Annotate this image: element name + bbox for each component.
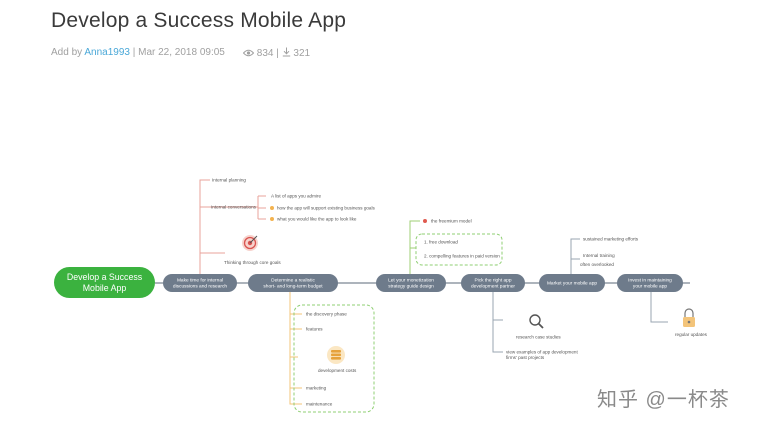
topic-internal-conversations: Internal conversations xyxy=(211,205,257,210)
root-node[interactable]: Develop a Success Mobile App xyxy=(54,267,155,298)
stage-node-4[interactable]: Pick the right app development partner xyxy=(461,274,525,292)
root-label-line1: Develop a Success xyxy=(67,272,143,282)
stage1-branch xyxy=(199,179,266,274)
topic-internal-training-line1: Internal training xyxy=(583,253,615,258)
view-count: 834 xyxy=(256,48,274,59)
page-title: Develop a Success Mobile App xyxy=(51,9,347,32)
info-bullet-icon xyxy=(423,219,427,223)
topic-internal-training-line2: often overlooked xyxy=(580,262,614,267)
stage6-label-line1: Invest in maintaining xyxy=(628,278,672,284)
topic-examples-line2: firms' past projects xyxy=(506,355,545,360)
topic-maintenance: maintenance xyxy=(306,402,333,407)
target-icon xyxy=(242,235,258,251)
topic-case-studies: research case studies xyxy=(516,335,561,340)
topic-business-goals: how the app will support existing busine… xyxy=(277,206,376,211)
stage1-label-line1: Make time for internal xyxy=(177,278,223,284)
eye-icon xyxy=(243,49,254,57)
stage1-label-line2: discussions and research xyxy=(173,284,227,290)
stage5-label-line1: Market your mobile app xyxy=(547,281,597,287)
stage4-branch xyxy=(492,292,503,353)
stage4-label-line1: Pick the right app xyxy=(474,278,511,284)
topic-free-download: 1. free download xyxy=(424,240,458,245)
topic-paid-features: 2. compelling features in paid version xyxy=(424,254,500,259)
stage5-branch xyxy=(570,238,580,274)
stage2-label-line2: short- and long-term budget xyxy=(263,284,323,290)
padlock-icon xyxy=(683,308,695,327)
root-label-line2: Mobile App xyxy=(83,283,127,293)
post-meta: Add by Anna1993 | Mar 22, 2018 09:05 834… xyxy=(51,47,310,59)
stage6-label-line2: your mobile app xyxy=(633,284,667,290)
stage-node-3[interactable]: Let your monetization strategy guide des… xyxy=(376,274,446,292)
topic-app-look: what you would like the app to look like xyxy=(277,217,357,222)
stats-separator: | xyxy=(273,48,282,59)
author-link[interactable]: Anna1993 xyxy=(84,47,130,58)
stage-node-5[interactable]: Market your mobile app xyxy=(539,274,605,292)
topic-regular-updates: regular updates xyxy=(675,332,708,337)
coins-icon xyxy=(327,346,345,364)
stage3-branch xyxy=(409,220,420,274)
info-bullet-icon xyxy=(270,206,274,210)
topic-sustained-marketing: sustained marketing efforts xyxy=(583,237,639,242)
add-by-label: Add by xyxy=(51,47,85,58)
stage3-topic-box xyxy=(415,233,503,266)
topic-internal-planning: Internal planning xyxy=(212,178,246,183)
topic-marketing: marketing xyxy=(306,386,327,391)
stage3-label-line2: strategy guide design xyxy=(388,284,434,290)
stage4-label-line2: development partner xyxy=(471,284,515,290)
stage-node-6[interactable]: Invest in maintaining your mobile app xyxy=(617,274,683,292)
stage-node-1[interactable]: Make time for internal discussions and r… xyxy=(163,274,237,292)
topic-freemium: the freemium model xyxy=(431,219,472,224)
watermark: 知乎 @一杯茶 xyxy=(597,389,730,411)
info-bullet-icon xyxy=(270,217,274,221)
topic-features: features xyxy=(306,327,323,332)
post-stats: 834 | 321 xyxy=(243,47,310,59)
download-count: 321 xyxy=(293,48,311,59)
stage6-branch xyxy=(650,292,668,323)
topic-examples-line1: view examples of app development xyxy=(506,350,578,355)
topic-apps-admired: A list of apps you admire xyxy=(271,194,321,199)
topic-discovery-phase: the discovery phase xyxy=(306,312,347,317)
stage2-label-line1: Determine a realistic xyxy=(271,278,315,284)
stage2-topic-box xyxy=(293,304,375,413)
stage-node-2[interactable]: Determine a realistic short- and long-te… xyxy=(248,274,338,292)
topic-development-costs: development costs xyxy=(318,368,357,373)
stage3-label-line1: Let your monetization xyxy=(388,278,434,284)
magnifier-icon xyxy=(529,314,544,329)
post-date: | Mar 22, 2018 09:05 xyxy=(129,47,225,58)
stage2-branch xyxy=(289,292,302,405)
topic-core-goals: Thinking through core goals xyxy=(224,260,281,265)
download-icon xyxy=(282,47,290,57)
